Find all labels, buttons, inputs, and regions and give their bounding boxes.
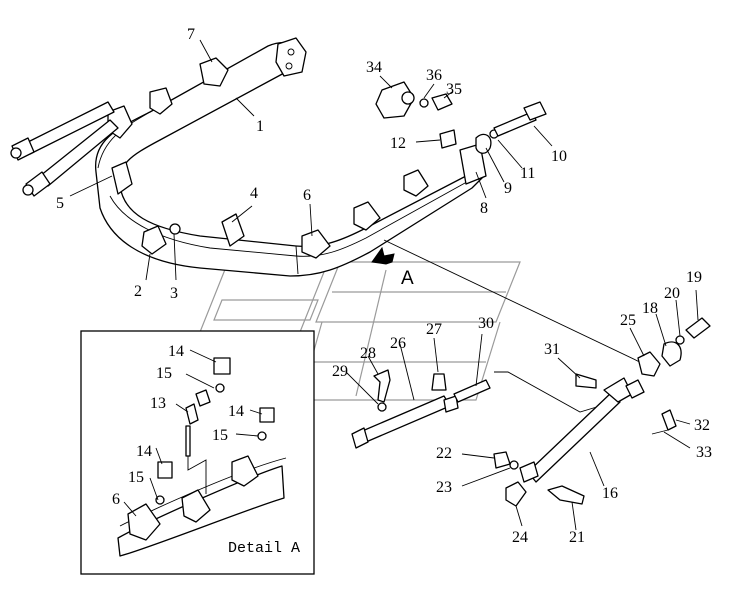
view-arrow-icon <box>371 246 395 265</box>
view-label-a: A <box>401 268 414 289</box>
detail-label-14-mid: 14 <box>228 403 244 420</box>
label-16: 16 <box>602 485 618 502</box>
label-36: 36 <box>426 67 442 84</box>
label-10: 10 <box>551 148 567 165</box>
detail-label-15-top: 15 <box>156 365 172 382</box>
label-22: 22 <box>436 445 452 462</box>
label-5: 5 <box>56 195 64 212</box>
label-7: 7 <box>187 26 195 43</box>
label-31: 31 <box>544 341 560 358</box>
detail-label-15-mid: 15 <box>212 427 228 444</box>
label-18: 18 <box>642 300 658 317</box>
label-28: 28 <box>360 345 376 362</box>
label-25: 25 <box>620 312 636 329</box>
label-30: 30 <box>478 315 494 332</box>
label-32: 32 <box>694 417 710 434</box>
detail-label-15-low: 15 <box>128 469 144 486</box>
label-6: 6 <box>303 187 311 204</box>
detail-label-13: 13 <box>150 395 166 412</box>
label-8: 8 <box>480 200 488 217</box>
label-4: 4 <box>250 185 258 202</box>
leader-lines <box>69 39 699 531</box>
label-12: 12 <box>390 135 406 152</box>
detail-a-labels: 14 15 13 14 15 14 15 6 Detail A <box>112 343 300 557</box>
label-26: 26 <box>390 335 406 352</box>
detail-label-6: 6 <box>112 491 120 508</box>
label-29: 29 <box>332 363 348 380</box>
label-23: 23 <box>436 479 452 496</box>
detail-label-14-top: 14 <box>168 343 184 360</box>
label-2: 2 <box>134 283 142 300</box>
detail-label-14-low: 14 <box>136 443 152 460</box>
label-20: 20 <box>664 285 680 302</box>
label-9: 9 <box>504 180 512 197</box>
label-33: 33 <box>696 444 712 461</box>
label-35: 35 <box>446 81 462 98</box>
label-21: 21 <box>569 529 585 546</box>
label-19: 19 <box>686 269 702 286</box>
main-frame <box>10 37 487 277</box>
detail-a-box <box>80 330 315 575</box>
label-27: 27 <box>426 321 442 338</box>
label-24: 24 <box>512 529 528 546</box>
linkage-parts <box>351 81 711 507</box>
label-11: 11 <box>520 165 535 182</box>
label-3: 3 <box>170 285 178 302</box>
label-1: 1 <box>256 118 264 135</box>
label-34: 34 <box>366 59 382 76</box>
detail-caption: Detail A <box>228 540 300 557</box>
part-number-labels: 7 1 5 4 6 2 3 34 36 35 12 10 11 9 8 A 27… <box>56 26 712 546</box>
